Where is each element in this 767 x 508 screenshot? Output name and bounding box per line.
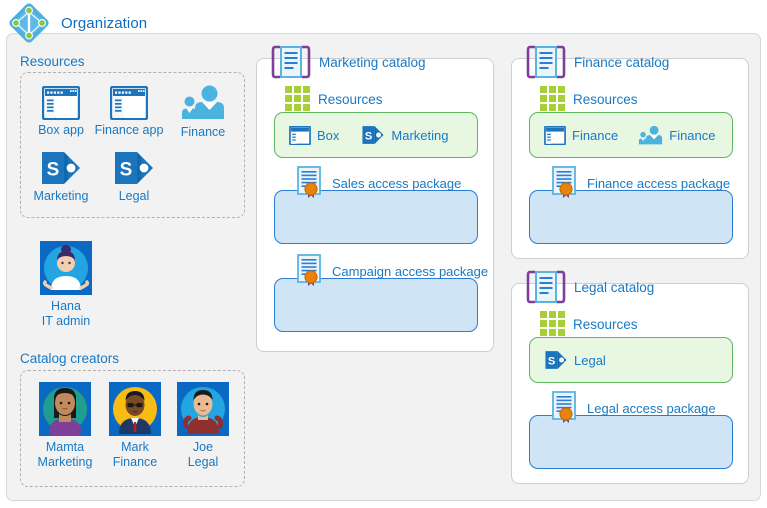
user-avatar-joe <box>177 382 229 436</box>
resource-tile-finance-group[interactable]: Finance <box>172 84 234 139</box>
sharepoint-icon: S <box>40 150 82 186</box>
catalog-resources-box-legal: S Legal <box>529 337 733 383</box>
catalog-creators-label: Catalog creators <box>20 351 120 366</box>
catalog-resource-box[interactable]: Box <box>289 125 340 145</box>
resource-tile-label: Finance <box>180 125 226 139</box>
user-avatar-hana <box>40 241 92 295</box>
resource-tile-legal[interactable]: S Legal <box>104 150 164 203</box>
svg-text:S: S <box>120 160 133 181</box>
sharepoint-icon: S <box>361 125 385 145</box>
grid-3x3-icon <box>540 311 566 337</box>
resource-tile-finance-app[interactable]: Finance app <box>92 86 166 137</box>
catalog-resource-legal[interactable]: S Legal <box>544 350 606 370</box>
app-window-icon <box>42 86 80 120</box>
catalog-header-marketing[interactable]: Marketing catalog <box>271 44 426 80</box>
organization-header: Organization <box>6 0 147 46</box>
resource-tile-label: Legal <box>118 189 150 203</box>
user-tile-name-line1: Mark <box>121 440 149 454</box>
access-package-title: Legal access package <box>587 400 716 416</box>
catalog-resources-header-marketing: Resources <box>285 86 383 112</box>
access-package-header-legal[interactable]: Legal access package <box>551 391 716 425</box>
access-package-icon <box>296 166 326 200</box>
group-people-icon <box>181 84 225 122</box>
catalog-resource-finance-group[interactable]: Finance <box>638 125 716 146</box>
svg-text:S: S <box>548 355 555 367</box>
catalog-resource-label: Finance <box>572 127 619 143</box>
access-package-box-campaign <box>274 278 478 332</box>
svg-text:S: S <box>47 160 60 181</box>
catalog-title: Legal catalog <box>574 279 655 295</box>
catalog-title: Marketing catalog <box>319 54 426 70</box>
catalog-icon <box>271 44 311 80</box>
catalog-resource-label: Box <box>317 127 340 143</box>
catalog-resources-label: Resources <box>318 91 383 107</box>
access-package-icon <box>551 166 581 200</box>
user-tile-name-line2: IT admin <box>41 314 91 328</box>
resource-tile-label: Box app <box>38 123 84 137</box>
access-package-header-campaign[interactable]: Campaign access package <box>296 254 488 288</box>
catalog-resource-marketing[interactable]: S Marketing <box>361 125 448 145</box>
catalog-resources-label: Resources <box>573 91 638 107</box>
catalog-title: Finance catalog <box>574 54 670 70</box>
grid-3x3-icon <box>540 86 566 112</box>
access-package-header-finance[interactable]: Finance access package <box>551 166 730 200</box>
group-people-icon <box>638 125 663 146</box>
catalog-resources-box-marketing: Box S Marketing <box>274 112 478 158</box>
catalog-resource-label: Finance <box>669 127 716 143</box>
catalog-resource-label: Legal <box>574 352 606 368</box>
resource-tile-box-app[interactable]: Box app <box>30 86 92 137</box>
catalog-header-finance[interactable]: Finance catalog <box>526 44 669 80</box>
catalog-resource-label: Marketing <box>391 127 449 143</box>
left-resources-label: Resources <box>20 54 85 69</box>
sharepoint-icon: S <box>544 350 568 370</box>
user-tile-name-line1: Mamta <box>45 440 85 454</box>
access-package-box-sales <box>274 190 478 244</box>
left-resources-group <box>20 72 245 218</box>
access-package-icon <box>551 391 581 425</box>
access-package-box-legal <box>529 415 733 469</box>
catalog-icon <box>526 44 566 80</box>
catalog-resources-header-finance: Resources <box>540 86 638 112</box>
user-tile-hana[interactable]: Hana IT admin <box>36 241 96 328</box>
user-tile-name-line2: Finance <box>112 455 158 469</box>
catalog-resource-finance-app[interactable]: Finance <box>544 125 619 145</box>
resource-tile-label: Finance app <box>94 123 164 137</box>
sharepoint-icon: S <box>113 150 155 186</box>
resource-tile-label: Marketing <box>33 189 89 203</box>
catalog-resources-label: Resources <box>573 316 638 332</box>
app-window-icon <box>110 86 148 120</box>
user-tile-name-line1: Joe <box>192 440 214 454</box>
access-package-box-finance <box>529 190 733 244</box>
access-package-title: Sales access package <box>332 175 462 191</box>
app-window-icon <box>544 125 566 145</box>
user-avatar-mamta <box>39 382 91 436</box>
user-tile-name-line2: Legal <box>187 455 219 469</box>
user-tile-mark[interactable]: Mark Finance <box>109 382 161 469</box>
access-package-title: Campaign access package <box>332 263 489 279</box>
resource-tile-marketing[interactable]: S Marketing <box>30 150 92 203</box>
user-tile-joe[interactable]: Joe Legal <box>177 382 229 469</box>
grid-3x3-icon <box>285 86 311 112</box>
app-window-icon <box>289 125 311 145</box>
svg-text:S: S <box>365 130 372 142</box>
user-tile-mamta[interactable]: Mamta Marketing <box>34 382 96 469</box>
azure-ad-icon <box>6 0 52 46</box>
user-avatar-mark <box>109 382 161 436</box>
catalog-resources-box-finance: Finance Finance <box>529 112 733 158</box>
access-package-title: Finance access package <box>587 175 731 191</box>
access-package-header-sales[interactable]: Sales access package <box>296 166 461 200</box>
catalog-header-legal[interactable]: Legal catalog <box>526 269 654 305</box>
organization-title: Organization <box>61 14 148 32</box>
catalog-creators-group <box>20 370 245 487</box>
access-package-icon <box>296 254 326 288</box>
user-tile-name-line1: Hana <box>51 299 81 313</box>
catalog-icon <box>526 269 566 305</box>
catalog-resources-header-legal: Resources <box>540 311 638 337</box>
user-tile-name-line2: Marketing <box>37 455 93 469</box>
